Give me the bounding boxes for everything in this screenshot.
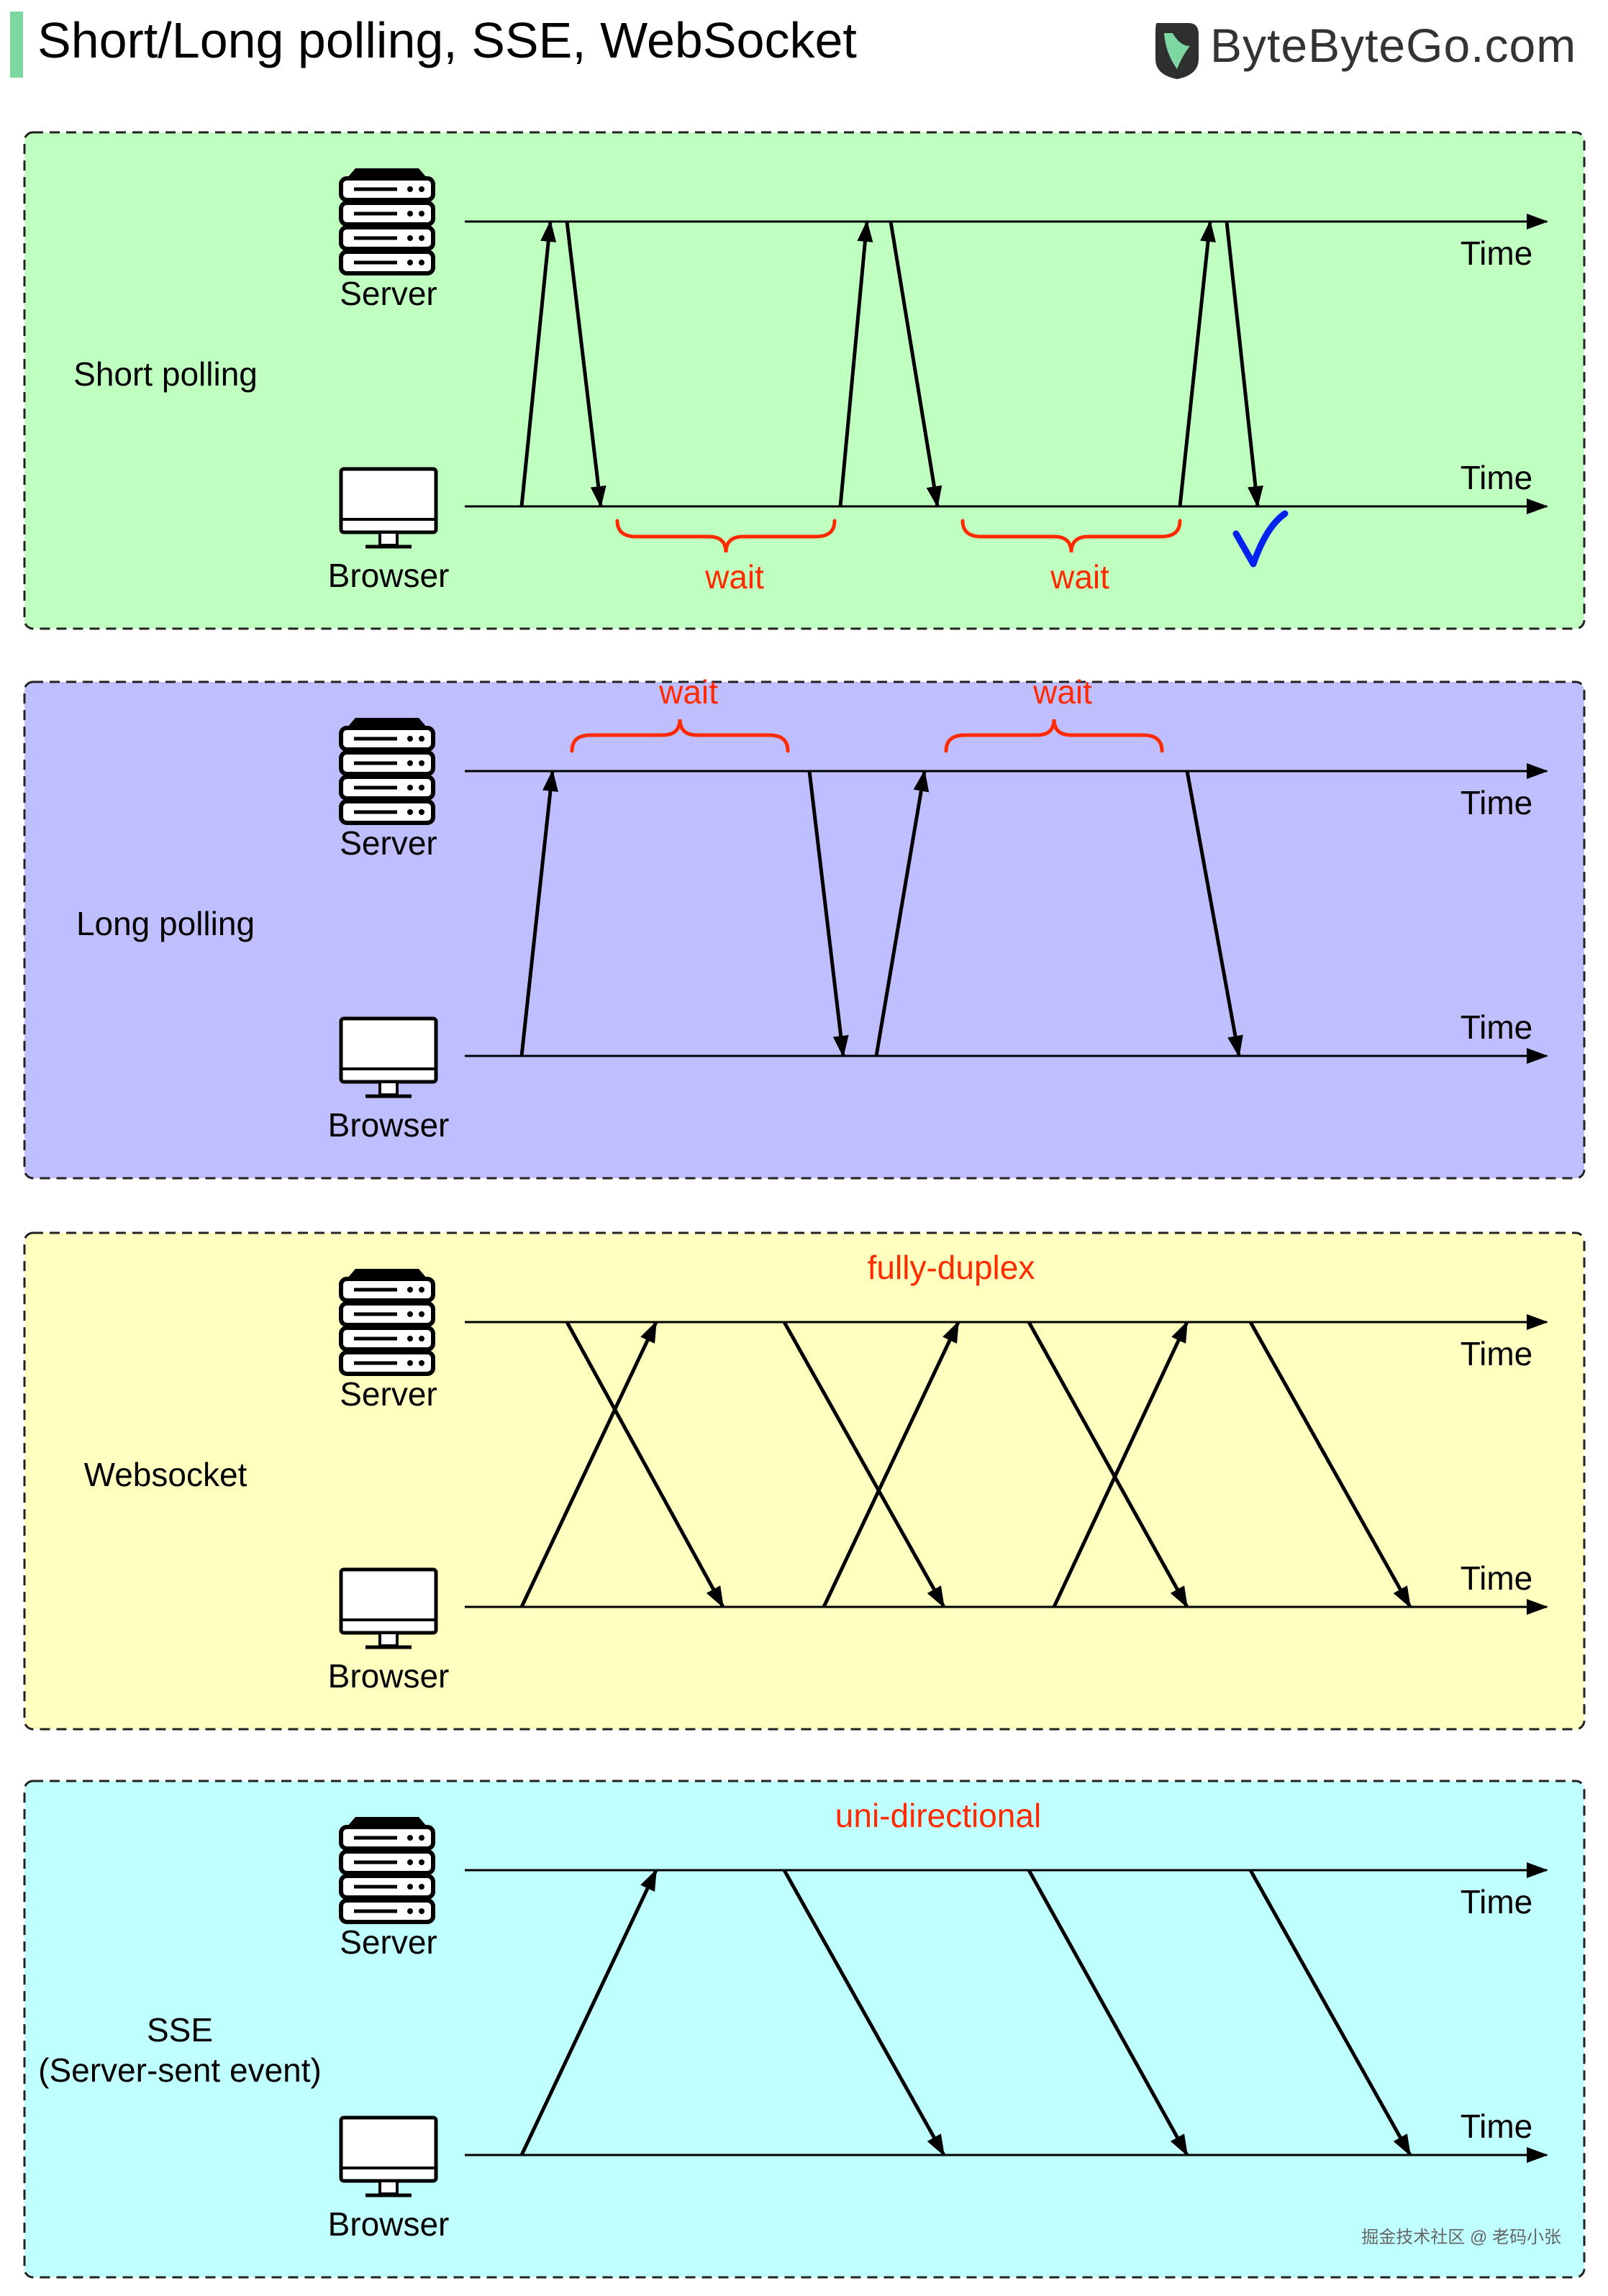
panel-label: Websocket — [84, 1456, 247, 1493]
request-arrow — [874, 770, 930, 1057]
request-arrow — [519, 1869, 658, 2156]
server-rack-icon — [339, 1817, 435, 1924]
server-rack-icon — [339, 718, 435, 825]
server-rack-icon — [339, 168, 435, 275]
server-label: Server — [340, 1923, 437, 1961]
panel-label: SSE — [147, 2011, 213, 2049]
request-arrow — [1178, 220, 1216, 507]
panel-label: Long polling — [76, 905, 255, 942]
desktop-monitor-icon — [339, 467, 438, 549]
browser-label: Browser — [328, 2205, 450, 2243]
title-accent-bar — [10, 12, 23, 78]
brand-name: ByteByteGo.com — [1210, 19, 1576, 72]
panel-background — [23, 131, 1586, 630]
panel-background — [23, 1231, 1586, 1731]
server-label: Server — [340, 1375, 437, 1413]
watermark: 掘金技术社区 @ 老码小张 — [1361, 2228, 1561, 2247]
wait-brace — [960, 519, 1182, 553]
browser-label: Browser — [328, 557, 450, 594]
wait-brace — [570, 719, 790, 753]
bytebytego-logo-icon — [1155, 23, 1199, 79]
response-arrow — [1248, 1869, 1412, 2156]
response-arrow — [1027, 1321, 1189, 1608]
wait-brace — [615, 519, 837, 553]
server-rack-icon — [339, 1269, 435, 1376]
panel-label: Short polling — [73, 355, 258, 393]
panel-note: uni-directional — [835, 1797, 1041, 1834]
desktop-monitor-icon — [339, 1567, 438, 1649]
response-arrow — [889, 221, 942, 508]
panel-sse: SSE(Server-sent event)ServerBrowserTimeT… — [23, 1780, 1586, 2279]
response-arrow — [565, 1321, 725, 1608]
browser-time-label: Time — [1461, 2108, 1533, 2145]
desktop-monitor-icon — [339, 1016, 438, 1098]
wait-brace — [944, 719, 1164, 753]
browser-label: Browser — [328, 1106, 450, 1144]
wait-label: wait — [704, 558, 764, 596]
request-arrow — [822, 1321, 960, 1608]
panel-background — [23, 1780, 1586, 2279]
server-time-label: Time — [1461, 1335, 1533, 1372]
page-title: Short/Long polling, SSE, WebSocket — [37, 12, 857, 68]
server-time-label: Time — [1461, 234, 1533, 272]
server-label: Server — [340, 824, 437, 862]
server-time-label: Time — [1461, 784, 1533, 821]
response-arrow — [1027, 1869, 1189, 2156]
response-arrow — [1248, 1321, 1412, 1608]
panel-note: fully-duplex — [868, 1249, 1035, 1286]
wait-label: wait — [1032, 673, 1092, 711]
response-arrow — [1185, 770, 1243, 1057]
browser-time-label: Time — [1461, 1559, 1533, 1597]
request-arrow — [1052, 1321, 1189, 1608]
panel-label-line2: (Server-sent event) — [38, 2051, 322, 2089]
browser-time-label: Time — [1461, 1008, 1533, 1046]
request-arrow — [519, 1321, 658, 1608]
checkmark-icon — [1232, 510, 1289, 568]
request-arrow — [838, 220, 873, 507]
response-arrow — [565, 221, 607, 508]
panel-websocket: WebsocketServerBrowserTimeTimefully-dupl… — [23, 1231, 1586, 1731]
desktop-monitor-icon — [339, 2115, 438, 2197]
response-arrow — [1225, 221, 1263, 508]
server-time-label: Time — [1461, 1883, 1533, 1921]
browser-time-label: Time — [1461, 459, 1533, 496]
server-label: Server — [340, 275, 437, 312]
wait-label: wait — [1050, 558, 1109, 596]
panel-background — [23, 680, 1586, 1180]
response-arrow — [782, 1869, 946, 2156]
browser-label: Browser — [328, 1657, 450, 1695]
response-arrow — [807, 770, 849, 1057]
request-arrow — [519, 220, 557, 507]
response-arrow — [782, 1321, 946, 1608]
request-arrow — [519, 770, 558, 1057]
wait-label: wait — [658, 673, 718, 711]
